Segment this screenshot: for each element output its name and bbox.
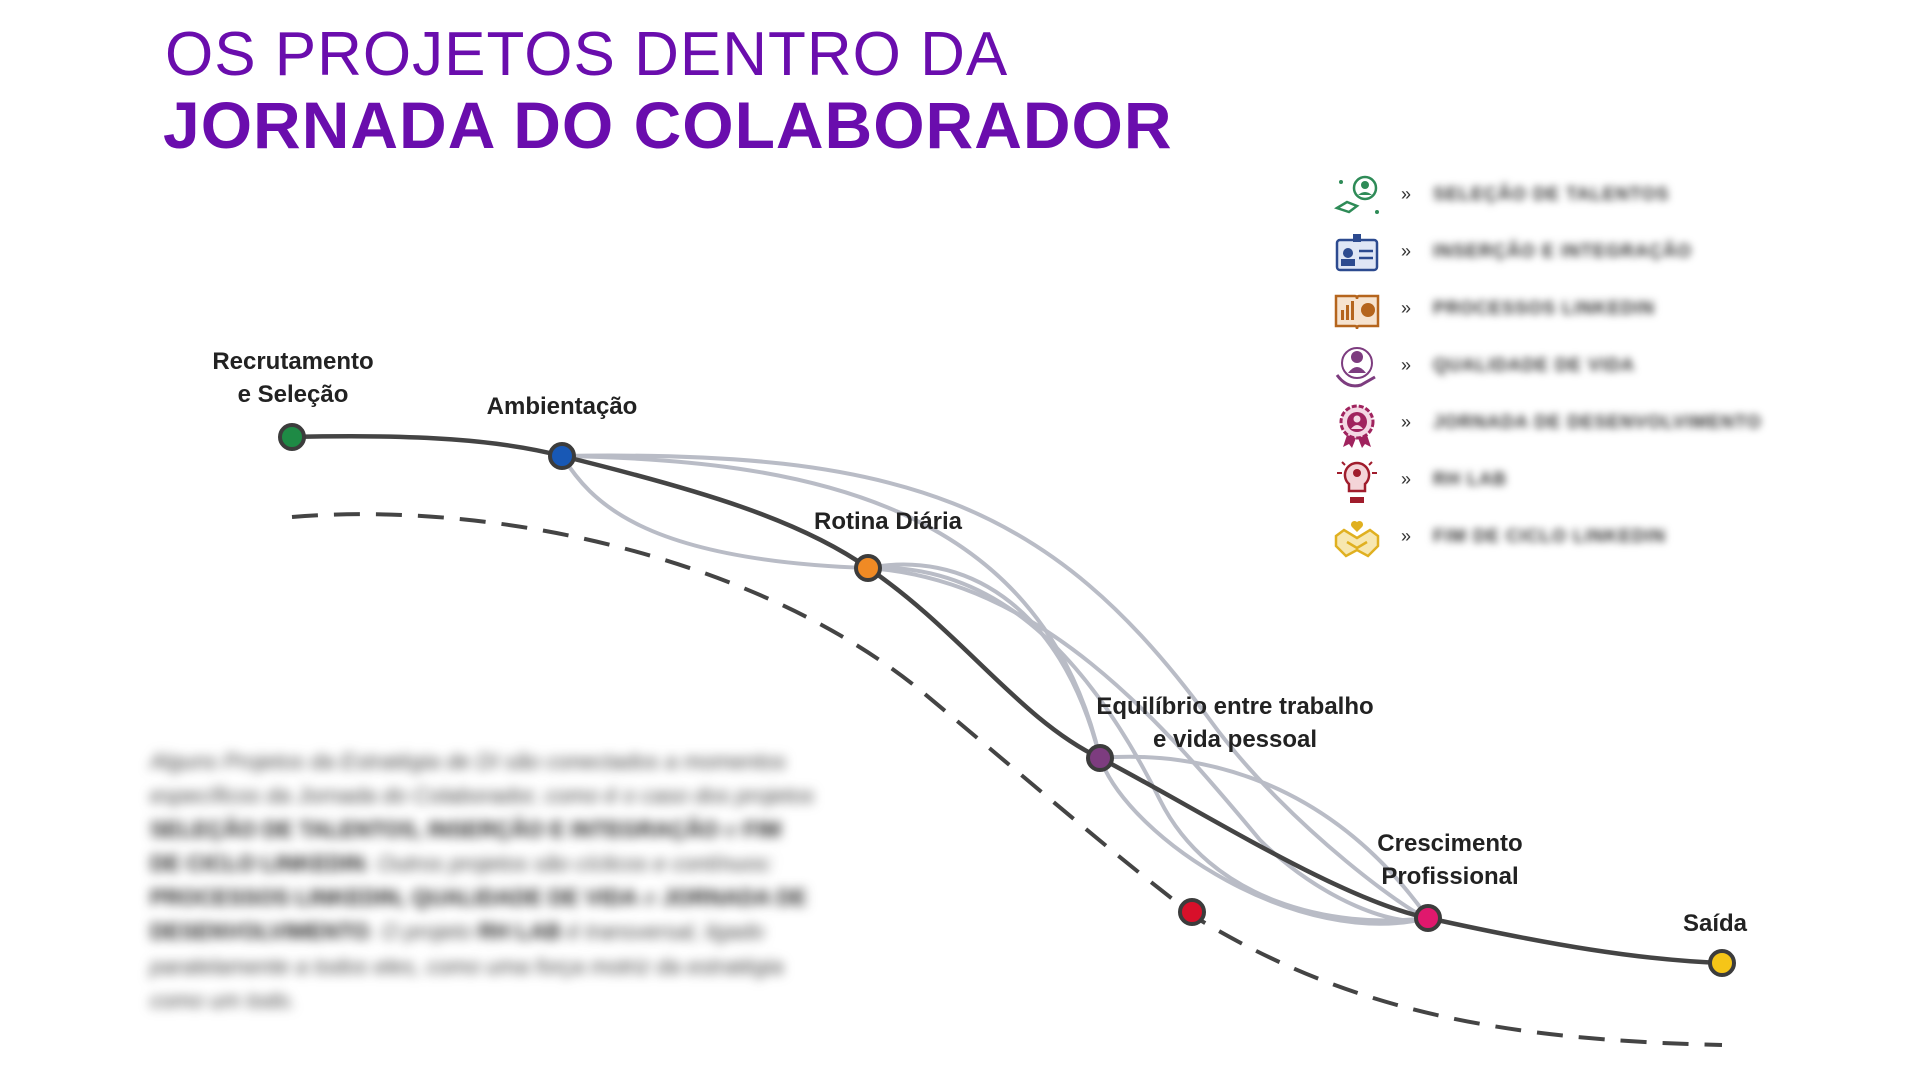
connector-rotina-crescimento	[867, 565, 1429, 923]
legend-item-text: JORNADA DE DESENVOLVIMENTO	[1433, 412, 1762, 432]
connector-equilibrio-crescimento-b	[1098, 757, 1429, 926]
legend-item-text: PROCESSOS LINKEDIN	[1433, 298, 1656, 318]
legend-item-text: QUALIDADE DE VIDA	[1433, 355, 1636, 375]
handshake-recruiter-icon	[1334, 175, 1379, 214]
stage-marker-saida	[1708, 949, 1736, 977]
legend-item: » JORNADA DE DESENVOLVIMENTO	[1333, 400, 1853, 450]
legend-item-text: RH LAB	[1433, 469, 1507, 489]
connector-ambientacao-equilibrio	[561, 454, 1102, 759]
blurred-description: Alguns Projetos da Estratégia de DI são …	[150, 749, 815, 1013]
legend-item: » QUALIDADE DE VIDA	[1333, 343, 1853, 393]
lightbulb-person-icon	[1337, 461, 1377, 503]
legend-item: » PROCESSOS LINKEDIN	[1333, 286, 1853, 336]
page-title-line2: JORNADA DO COLABORADOR	[163, 88, 1173, 162]
stage-label-rotina: Rotina Diária	[813, 508, 963, 535]
stage-marker-crescimento	[1414, 904, 1442, 932]
connector-rotina-equilibrio	[867, 562, 1102, 759]
award-rosette-icon	[1339, 404, 1375, 448]
connector-ambientacao-rotina	[560, 454, 869, 570]
stage-marker-equilibrio	[1086, 744, 1114, 772]
id-badge-icon	[1335, 234, 1379, 272]
stage-markers	[278, 423, 1736, 977]
book-chart-icon	[1334, 294, 1380, 330]
person-in-hand-icon	[1335, 347, 1376, 388]
legend-item: » RH LAB	[1333, 457, 1853, 507]
stage-marker-rotina	[854, 554, 882, 582]
handshake-heart-icon	[1334, 520, 1380, 558]
connector-equilibrio-crescimento	[1099, 754, 1430, 920]
legend-item: » INSERÇÃO E INTEGRAÇÃO	[1333, 229, 1853, 279]
stage-label-saida: Saída	[1682, 910, 1748, 937]
stage-marker-ambientacao	[548, 442, 576, 470]
off-path-marker	[1178, 898, 1206, 926]
legend-item-text: SELEÇÃO DE TALENTOS	[1433, 184, 1670, 204]
legend-item-text: FIM DE CICLO LINKEDIN	[1433, 526, 1666, 546]
page-title-line1: OS PROJETOS DENTRO DA	[165, 20, 1009, 89]
connector-paths	[560, 453, 1430, 926]
legend-item: » FIM DE CICLO LINKEDIN	[1333, 514, 1853, 564]
connector-rotina-crescimento-b	[867, 566, 1429, 923]
stage-marker-recrutamento	[278, 423, 306, 451]
legend-item-text: INSERÇÃO E INTEGRAÇÃO	[1433, 241, 1693, 261]
legend-item: » SELEÇÃO DE TALENTOS	[1333, 172, 1853, 222]
connector-ambientacao-crescimento	[561, 453, 1429, 920]
stage-label-ambientacao: Ambientação	[486, 393, 638, 420]
dashed-journey-path	[291, 512, 1723, 1047]
